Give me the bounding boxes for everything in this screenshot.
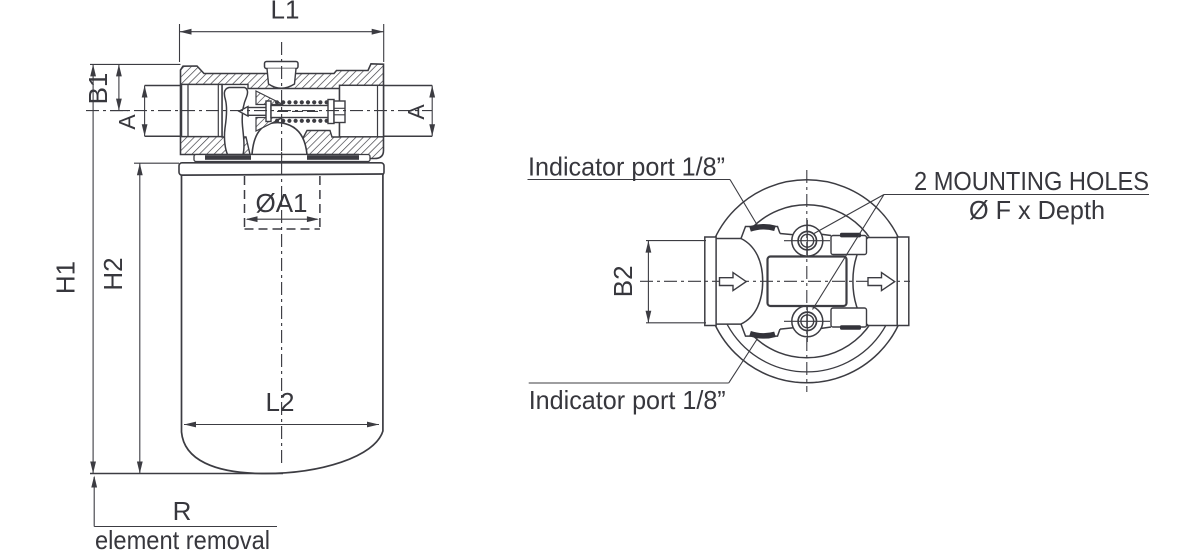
svg-text:B2: B2 [608, 265, 638, 297]
svg-text:H2: H2 [98, 257, 128, 290]
svg-text:A: A [114, 114, 140, 130]
svg-text:ØA1: ØA1 [255, 188, 307, 218]
svg-text:B1: B1 [83, 73, 113, 105]
svg-text:A: A [403, 104, 429, 120]
svg-text:Indicator port 1/8”: Indicator port 1/8” [529, 385, 726, 415]
svg-text:R: R [173, 496, 192, 526]
svg-text:Ø F x Depth: Ø F x Depth [969, 195, 1105, 225]
svg-text:Indicator port 1/8”: Indicator port 1/8” [528, 152, 725, 182]
svg-text:element removal: element removal [95, 525, 270, 555]
svg-text:L1: L1 [271, 0, 300, 25]
svg-text:2 MOUNTING HOLES: 2 MOUNTING HOLES [914, 166, 1149, 196]
svg-text:H1: H1 [51, 261, 81, 294]
svg-text:L2: L2 [266, 387, 295, 417]
